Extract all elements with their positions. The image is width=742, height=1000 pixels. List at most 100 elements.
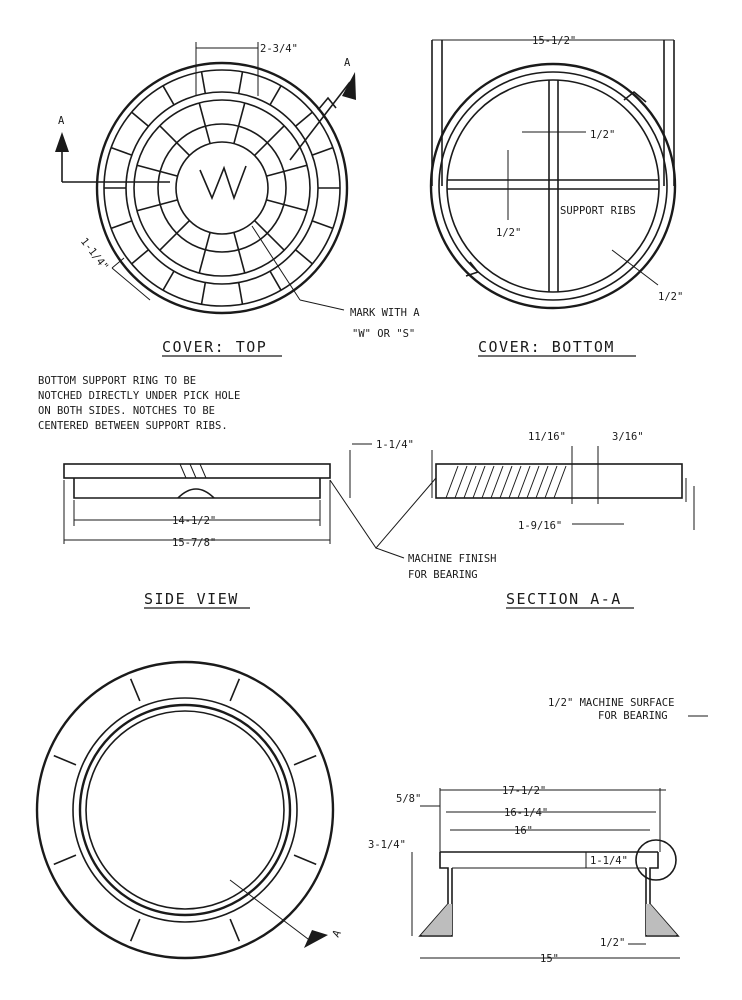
frame-section-arrow-icon — [304, 930, 328, 948]
frame-outer-flange — [35, 660, 335, 960]
cover-top-outer-spoke — [162, 270, 175, 291]
section-mark-right: A — [344, 57, 351, 69]
hatch-line — [553, 465, 567, 499]
notch-note-line4: CENTERED BETWEEN SUPPORT RIBS. — [38, 420, 228, 432]
section-aa-view: 1-1/4" 11/16" 3/16" 1-9/16" MACHINE FINI… — [329, 431, 695, 609]
cover-top-inner-spoke — [198, 102, 211, 144]
cover-top-inner-spoke — [159, 219, 191, 251]
cover-top-outer-spoke — [295, 111, 313, 127]
frame-rib — [293, 854, 317, 866]
section-line-right — [289, 81, 351, 161]
cover-top-view: 2-3/4" A A 1-1/4" MARK WITH A "W" OR "S"… — [55, 42, 420, 357]
cover-top-w-mark — [199, 165, 247, 201]
frame-rib — [129, 918, 141, 942]
frame-dim-mid: 16-1/4" — [504, 807, 548, 819]
frame-dim-inner: 16" — [514, 825, 533, 837]
cover-top-inner-spoke — [266, 164, 308, 177]
cover-bottom-dim-label: 15-1/2" — [532, 35, 576, 47]
frame-flange-ribs — [53, 678, 317, 942]
cover-top-inner-spoke — [198, 232, 211, 274]
section-aa-hatch — [445, 465, 567, 499]
side-view-title: SIDE VIEW — [144, 590, 239, 608]
hatch-line — [508, 465, 522, 499]
notch-note: BOTTOM SUPPORT RING TO BE NOTCHED DIRECT… — [38, 375, 240, 432]
notch-note-line2: NOTCHED DIRECTLY UNDER PICK HOLE — [38, 390, 240, 402]
hatch-line — [472, 465, 486, 499]
frame-rib — [229, 678, 241, 702]
frame-section-right-hatch — [646, 904, 677, 935]
frame-section-line — [229, 879, 313, 943]
cover-top-notch-dim-ext — [111, 257, 125, 269]
hatch-line — [454, 465, 468, 499]
cover-top-title: COVER: TOP — [162, 338, 267, 356]
section-aa-body — [435, 463, 683, 499]
frame-rib — [53, 754, 77, 766]
mark-note-leader-2 — [299, 299, 345, 311]
side-view-hatch — [179, 463, 207, 479]
cover-top-inner-spoke — [136, 164, 178, 177]
side-view-notch — [177, 488, 215, 499]
hatch-line — [499, 465, 513, 499]
mark-note-leader-1 — [251, 225, 301, 301]
cover-bottom-inner-edge — [446, 79, 660, 293]
cover-top-outer-spoke — [237, 71, 244, 94]
cover-top-outer-rim — [95, 61, 349, 315]
cover-top-outer-spoke — [295, 249, 313, 265]
cover-top-outer-ring-edge — [103, 69, 341, 307]
cover-bottom-outer-rim — [429, 62, 677, 310]
frame-rib — [229, 918, 241, 942]
cover-top-center-boss — [175, 141, 269, 235]
cover-top-dim-label: 2-3/4" — [260, 43, 298, 55]
cover-top-outer-spoke — [162, 85, 175, 106]
machine-finish-note-1: MACHINE FINISH — [408, 553, 497, 565]
cover-bottom-rib-left-label: 1/2" — [496, 227, 521, 239]
cover-top-outer-spoke — [311, 146, 334, 156]
cover-top-middle-ring — [133, 99, 311, 277]
frame-dim-half: 1/2" — [600, 937, 625, 949]
cover-top-notch-dim-line — [111, 267, 151, 301]
section-arrow-right-icon — [342, 72, 356, 100]
side-view-dim-outer: 15-7/8" — [172, 537, 216, 549]
cover-bottom-support-ring — [438, 71, 668, 301]
frame-section-left-hatch — [421, 904, 452, 935]
frame-machine-note-1: 1/2" MACHINE SURFACE — [548, 697, 674, 709]
cover-top-outer-spoke — [311, 220, 334, 230]
cover-top-inner-spoke — [266, 199, 308, 212]
notch-note-line1: BOTTOM SUPPORT RING TO BE — [38, 375, 196, 387]
section-aa-pick-label: 1-1/4" — [376, 439, 414, 451]
cover-top-outer-spoke — [131, 249, 149, 265]
frame-dim-height: 3-1/4" — [368, 839, 406, 851]
hatch-line — [535, 465, 549, 499]
cover-bottom-rib-right-leader — [611, 249, 659, 286]
cover-bottom-title: COVER: BOTTOM — [478, 338, 615, 356]
frame-rib — [129, 678, 141, 702]
cover-top-outer-spoke — [200, 71, 207, 94]
hatch-line — [490, 465, 504, 499]
frame-opening — [85, 710, 285, 910]
section-arrow-left-icon — [55, 132, 69, 152]
frame-detail-circle — [635, 839, 677, 881]
cover-top-inner-spoke — [136, 199, 178, 212]
cover-bottom-rib-right-label: 1/2" — [658, 291, 683, 303]
cover-top-outer-slot-ring — [125, 91, 319, 285]
mark-note-line2: "W" OR "S" — [352, 328, 415, 340]
cover-top-outer-spoke — [237, 282, 244, 305]
mark-note-line1: MARK WITH A — [350, 307, 420, 319]
cover-top-inner-spoke — [253, 125, 285, 157]
side-view-cover-top — [63, 463, 331, 479]
frame-plan-view: A — [35, 660, 344, 960]
cover-top-spokes — [104, 71, 340, 305]
frame-dim-outer: 17-1/2" — [502, 785, 546, 797]
cover-top-outer-spoke — [269, 270, 282, 291]
machine-finish-leader-tail — [375, 547, 405, 559]
cover-top-outer-spoke — [269, 85, 282, 106]
cover-bottom-view: 15-1/2" 1/2" 1/2" SUPPORT RIBS 1/2" COVE… — [429, 35, 683, 357]
machine-finish-leader — [329, 477, 437, 549]
side-view-support-ring — [73, 478, 321, 499]
hatch-line — [544, 465, 558, 499]
cover-bottom-notch-bottom — [465, 261, 480, 277]
frame-section-mark: A — [330, 927, 344, 939]
cover-top-inner-spoke — [233, 232, 246, 274]
cover-top-outer-spoke — [200, 282, 207, 305]
